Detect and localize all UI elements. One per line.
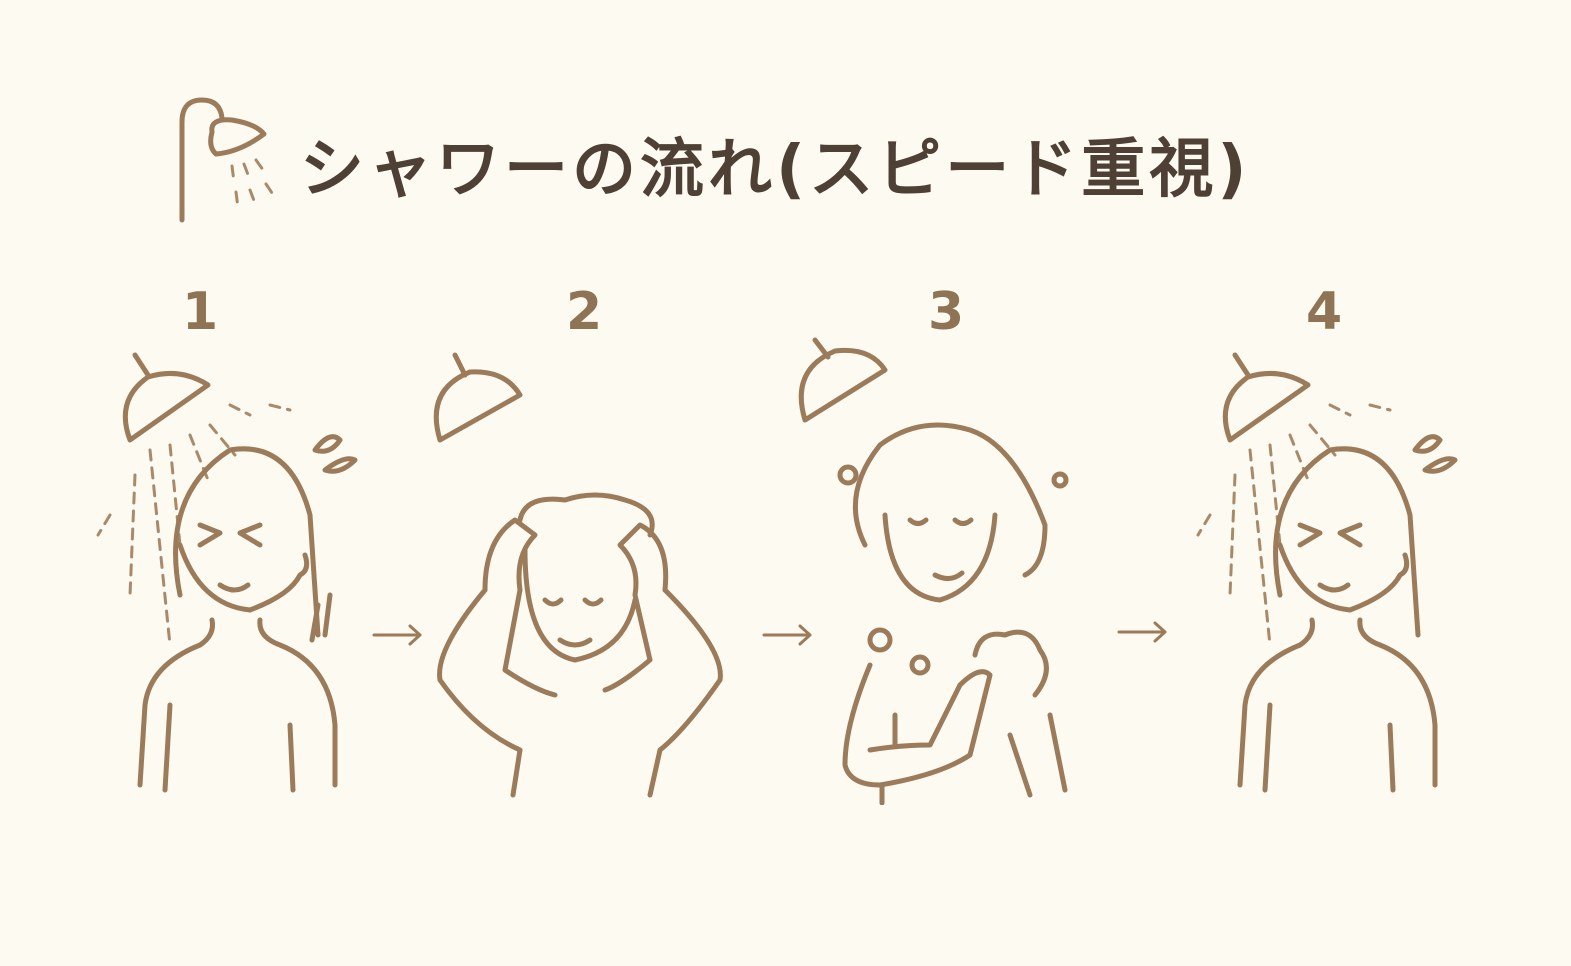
arrow-right-icon <box>372 624 422 646</box>
step-3-body-wash-illustration <box>798 337 1069 805</box>
step-number-4: 4 <box>1306 282 1343 342</box>
arrow-right-icon <box>1117 621 1167 643</box>
step-1-rinse-illustration <box>96 352 358 793</box>
step-number-2: 2 <box>566 282 603 342</box>
step-2-shampoo-illustration <box>433 352 723 798</box>
page-title: シャワーの流れ(スピード重視) <box>300 133 1251 207</box>
shower-head-icon <box>179 97 276 223</box>
step-4-final-rinse-illustration <box>1196 352 1458 793</box>
arrow-right-icon <box>762 624 812 646</box>
step-number-1: 1 <box>182 282 219 342</box>
step-number-3: 3 <box>928 282 965 342</box>
